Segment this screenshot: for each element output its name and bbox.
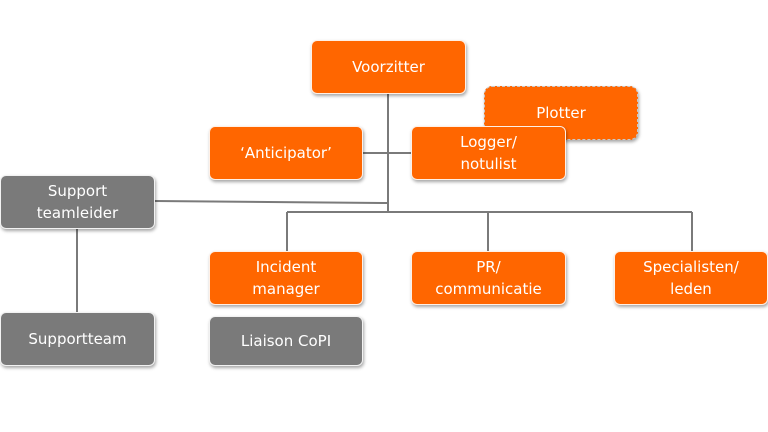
label: PR/ communicatie xyxy=(435,258,542,298)
node-logger: Logger/ notulist xyxy=(411,126,566,180)
label: Liaison CoPI xyxy=(240,332,332,350)
label: ‘Anticipator’ xyxy=(240,144,332,162)
node-pr: PR/ communicatie xyxy=(411,251,566,305)
label: Specialisten/ leden xyxy=(643,258,739,298)
label: Voorzitter xyxy=(352,58,425,76)
node-supportteam: Supportteam xyxy=(0,312,155,366)
label: Logger/ notulist xyxy=(460,133,517,173)
node-support-teamleider: Support teamleider xyxy=(0,175,155,229)
label: Support teamleider xyxy=(36,182,119,222)
node-anticipator: ‘Anticipator’ xyxy=(209,126,363,180)
node-voorzitter: Voorzitter xyxy=(311,40,466,94)
node-incident-manager: Incident manager xyxy=(209,251,363,305)
support-link-line xyxy=(154,200,389,204)
node-liaison: Liaison CoPI xyxy=(209,316,363,366)
label: Supportteam xyxy=(28,330,127,348)
label: Incident manager xyxy=(252,258,320,298)
node-specialisten: Specialisten/ leden xyxy=(614,251,768,305)
label: Plotter xyxy=(536,104,586,122)
